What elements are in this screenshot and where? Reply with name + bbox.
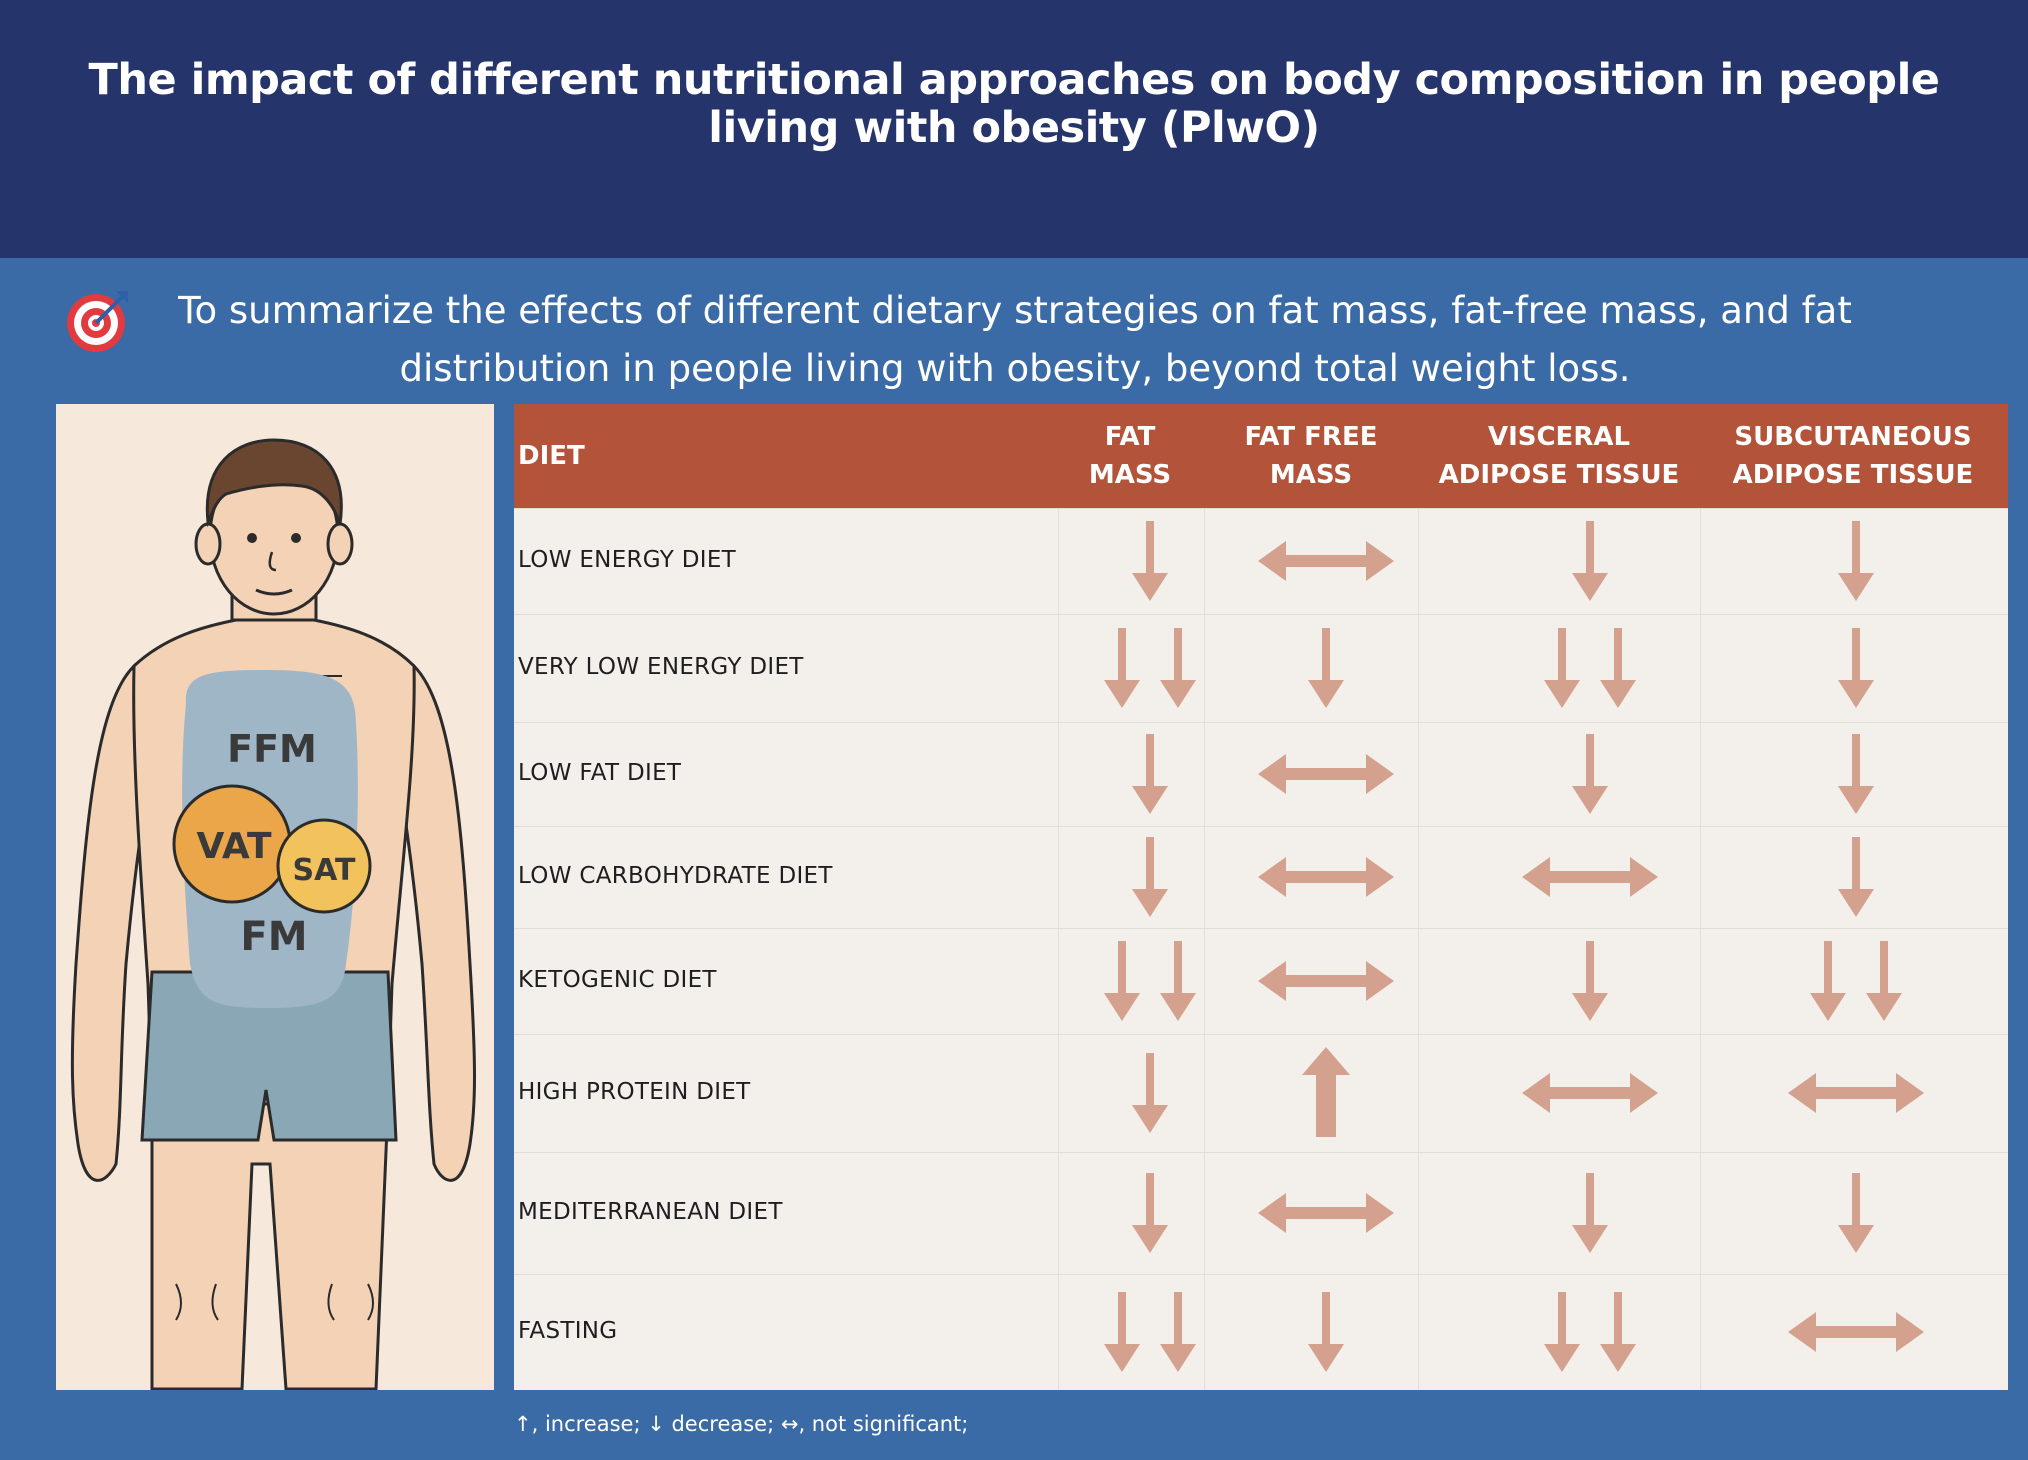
down-arrow-icon	[1810, 941, 1846, 1021]
target-icon	[67, 291, 128, 352]
diet-name: MEDITERRANEAN DIET	[518, 1199, 783, 1225]
header-sat-line1: SUBCUTANEOUS	[1734, 422, 1972, 452]
left-right-arrow-icon	[1522, 1073, 1658, 1113]
header-banner: The impact of different nutritional appr…	[0, 0, 2028, 258]
left-right-arrow-icon	[1258, 857, 1394, 897]
header-fat-mass-line1: FAT	[1104, 422, 1156, 452]
header-fat-mass: FAT MASS	[1058, 404, 1202, 508]
header-visceral: VISCERAL ADIPOSE TISSUE	[1418, 404, 1700, 508]
down-arrow-icon	[1104, 1292, 1140, 1372]
diet-name: KETOGENIC DIET	[518, 967, 717, 993]
down-arrow-icon	[1572, 734, 1608, 814]
header-ffm-line1: FAT FREE	[1244, 422, 1378, 452]
down-arrow-icon	[1838, 734, 1874, 814]
left-right-arrow-icon	[1258, 961, 1394, 1001]
effect-arrows-row	[1104, 1292, 1924, 1372]
down-arrow-icon	[1104, 941, 1140, 1021]
down-arrow-icon	[1308, 628, 1344, 708]
table-row: FASTING	[514, 1274, 2008, 1391]
down-arrow-icon	[1572, 1173, 1608, 1253]
down-arrow-icon	[1132, 837, 1168, 917]
diet-name: LOW FAT DIET	[518, 760, 682, 786]
down-arrow-icon	[1838, 837, 1874, 917]
diet-name: LOW CARBOHYDRATE DIET	[518, 863, 833, 889]
down-arrow-icon	[1132, 521, 1168, 601]
effects-table: DIET FAT MASS FAT FREE MASS VISCERAL ADIPOS…	[514, 404, 2008, 1390]
down-arrow-icon	[1132, 734, 1168, 814]
table-row: HIGH PROTEIN DIET	[514, 1034, 2008, 1153]
header-vat-line1: VISCERAL	[1487, 422, 1631, 452]
header-sat-line2: ADIPOSE TISSUE	[1732, 460, 1974, 490]
down-arrow-icon	[1544, 1292, 1580, 1372]
down-arrow-icon	[1572, 521, 1608, 601]
header-vat-line2: ADIPOSE TISSUE	[1438, 460, 1680, 490]
down-arrow-icon	[1838, 521, 1874, 601]
table-row: LOW ENERGY DIET	[514, 508, 2008, 615]
left-right-arrow-icon	[1788, 1073, 1924, 1113]
effect-arrows-row	[1104, 628, 1874, 708]
left-right-arrow-icon	[1522, 857, 1658, 897]
down-arrow-icon	[1838, 628, 1874, 708]
vat-label: VAT	[196, 826, 271, 867]
table-row: KETOGENIC DIET	[514, 928, 2008, 1035]
header-diet: DIET	[518, 441, 585, 471]
column-divider	[1700, 508, 1701, 1390]
diet-name: HIGH PROTEIN DIET	[518, 1079, 751, 1105]
table-row: LOW FAT DIET	[514, 722, 2008, 827]
down-arrow-icon	[1544, 628, 1580, 708]
column-divider	[1058, 508, 1059, 1390]
left-right-arrow-icon	[1258, 754, 1394, 794]
down-arrow-icon	[1600, 628, 1636, 708]
down-arrow-icon	[1160, 941, 1196, 1021]
diet-name: LOW ENERGY DIET	[518, 547, 737, 573]
down-arrow-icon	[1838, 1173, 1874, 1253]
down-arrow-icon	[1160, 1292, 1196, 1372]
legend-text: ↑, increase; ↓ decrease; ↔, not signific…	[514, 1412, 969, 1436]
left-right-arrow-icon	[1258, 541, 1394, 581]
header-fat-free-mass: FAT FREE MASS	[1204, 404, 1418, 508]
column-divider	[1418, 508, 1419, 1390]
aim-statement: To summarize the effects of different di…	[178, 289, 1852, 390]
header-fat-mass-line2: MASS	[1088, 460, 1172, 490]
ffm-label: FFM	[227, 727, 317, 771]
left-right-arrow-icon	[1788, 1312, 1924, 1352]
body-figure-panel: FFM VAT SAT FM	[56, 404, 494, 1391]
effect-arrows-row	[1132, 734, 1874, 814]
down-arrow-icon	[1104, 628, 1140, 708]
effect-arrows-row	[1132, 521, 1874, 601]
table-header: DIET FAT MASS FAT FREE MASS VISCERAL ADIPOS…	[514, 404, 2008, 508]
down-arrow-icon	[1866, 941, 1902, 1021]
effect-arrows-row	[1132, 837, 1874, 917]
diet-name: VERY LOW ENERGY DIET	[518, 654, 804, 680]
table-row: LOW CARBOHYDRATE DIET	[514, 826, 2008, 929]
page-title: The impact of different nutritional appr…	[88, 55, 1940, 153]
diet-name: FASTING	[518, 1318, 618, 1344]
fm-label: FM	[240, 914, 307, 960]
down-arrow-icon	[1572, 941, 1608, 1021]
column-divider	[1204, 508, 1205, 1390]
effect-arrows-row	[1132, 1047, 1924, 1137]
down-arrow-icon	[1600, 1292, 1636, 1372]
down-arrow-icon	[1308, 1292, 1344, 1372]
header-ffm-line2: MASS	[1269, 460, 1353, 490]
header-subcutaneous: SUBCUTANEOUS ADIPOSE TISSUE	[1700, 404, 2006, 508]
down-arrow-icon	[1132, 1173, 1168, 1253]
table-row: MEDITERRANEAN DIET	[514, 1152, 2008, 1275]
down-arrow-icon	[1160, 628, 1196, 708]
table-row: VERY LOW ENERGY DIET	[514, 614, 2008, 723]
down-arrow-icon	[1132, 1053, 1168, 1133]
up-arrow-icon	[1302, 1047, 1350, 1137]
effect-arrows-row	[1104, 941, 1902, 1021]
sat-label: SAT	[293, 853, 356, 888]
left-right-arrow-icon	[1258, 1193, 1394, 1233]
effect-arrows-row	[1132, 1173, 1874, 1253]
body-illustration: FFM VAT SAT FM	[70, 438, 476, 1391]
